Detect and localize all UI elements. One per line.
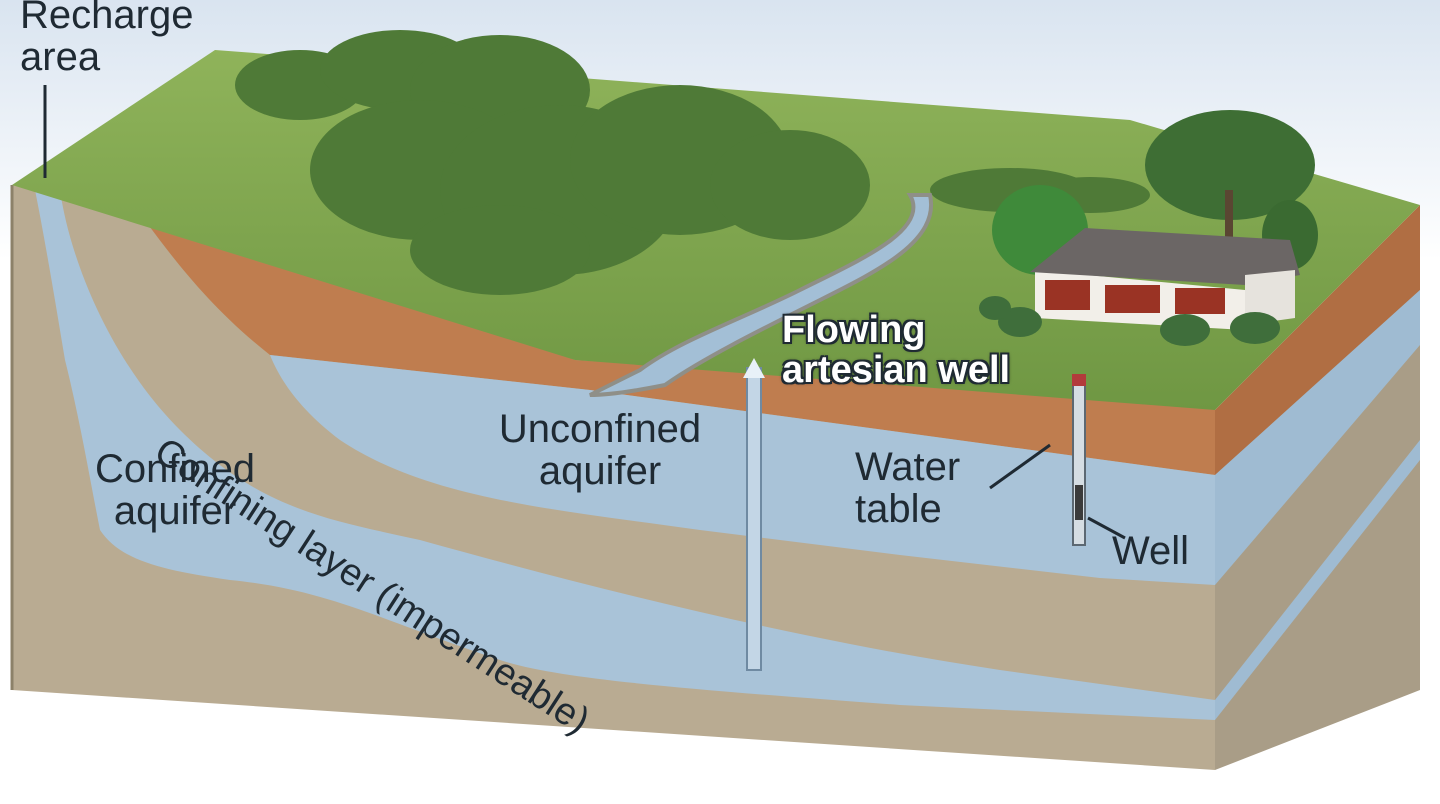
unconfined-aquifer-line-1: Unconfined	[498, 407, 702, 451]
flowing-artesian-well-label: Flowing artesian well	[782, 310, 1010, 390]
stream	[589, 193, 934, 397]
recharge-area-label: Recharge area	[20, 0, 193, 78]
house-well-pipe	[1072, 374, 1086, 546]
diagram-stage: Recharge area Confined aquifer Confining…	[0, 0, 1440, 770]
side-soil	[1215, 205, 1420, 475]
recharge-area-line-1: Recharge	[20, 0, 194, 37]
side-water-lower	[1215, 440, 1420, 720]
water-table-leader	[989, 443, 1051, 490]
confined-aquifer-line-1: Confined	[94, 447, 256, 491]
well-leader	[1087, 516, 1126, 540]
water-table-line-2: table	[855, 487, 942, 531]
unconfined-aquifer-line-2: aquifer	[538, 449, 662, 493]
water-table-line-1: Water	[855, 445, 961, 489]
unconfined-aquifer-area	[270, 355, 1215, 585]
well-label: Well	[1112, 529, 1190, 573]
recharge-area-line-2: area	[20, 35, 101, 79]
groundwater-diagram	[0, 0, 1440, 770]
flowing-artesian-well-line-2: artesian well	[782, 349, 1011, 391]
flowing-artesian-well-line-1: Flowing	[782, 309, 926, 351]
confined-aquifer-line-2: aquifer	[113, 489, 237, 533]
forest	[235, 30, 1150, 295]
unconfined-aquifer-label: Unconfined aquifer	[480, 408, 720, 492]
side-water-upper	[1215, 290, 1420, 585]
confined-aquifer-label: Confined aquifer	[75, 448, 275, 532]
water-table-label: Water table	[855, 446, 960, 530]
confined-aquifer-area	[35, 190, 1215, 720]
soil-layer	[130, 200, 1215, 475]
artesian-well-pipe	[743, 358, 765, 671]
shrubs	[979, 296, 1280, 346]
